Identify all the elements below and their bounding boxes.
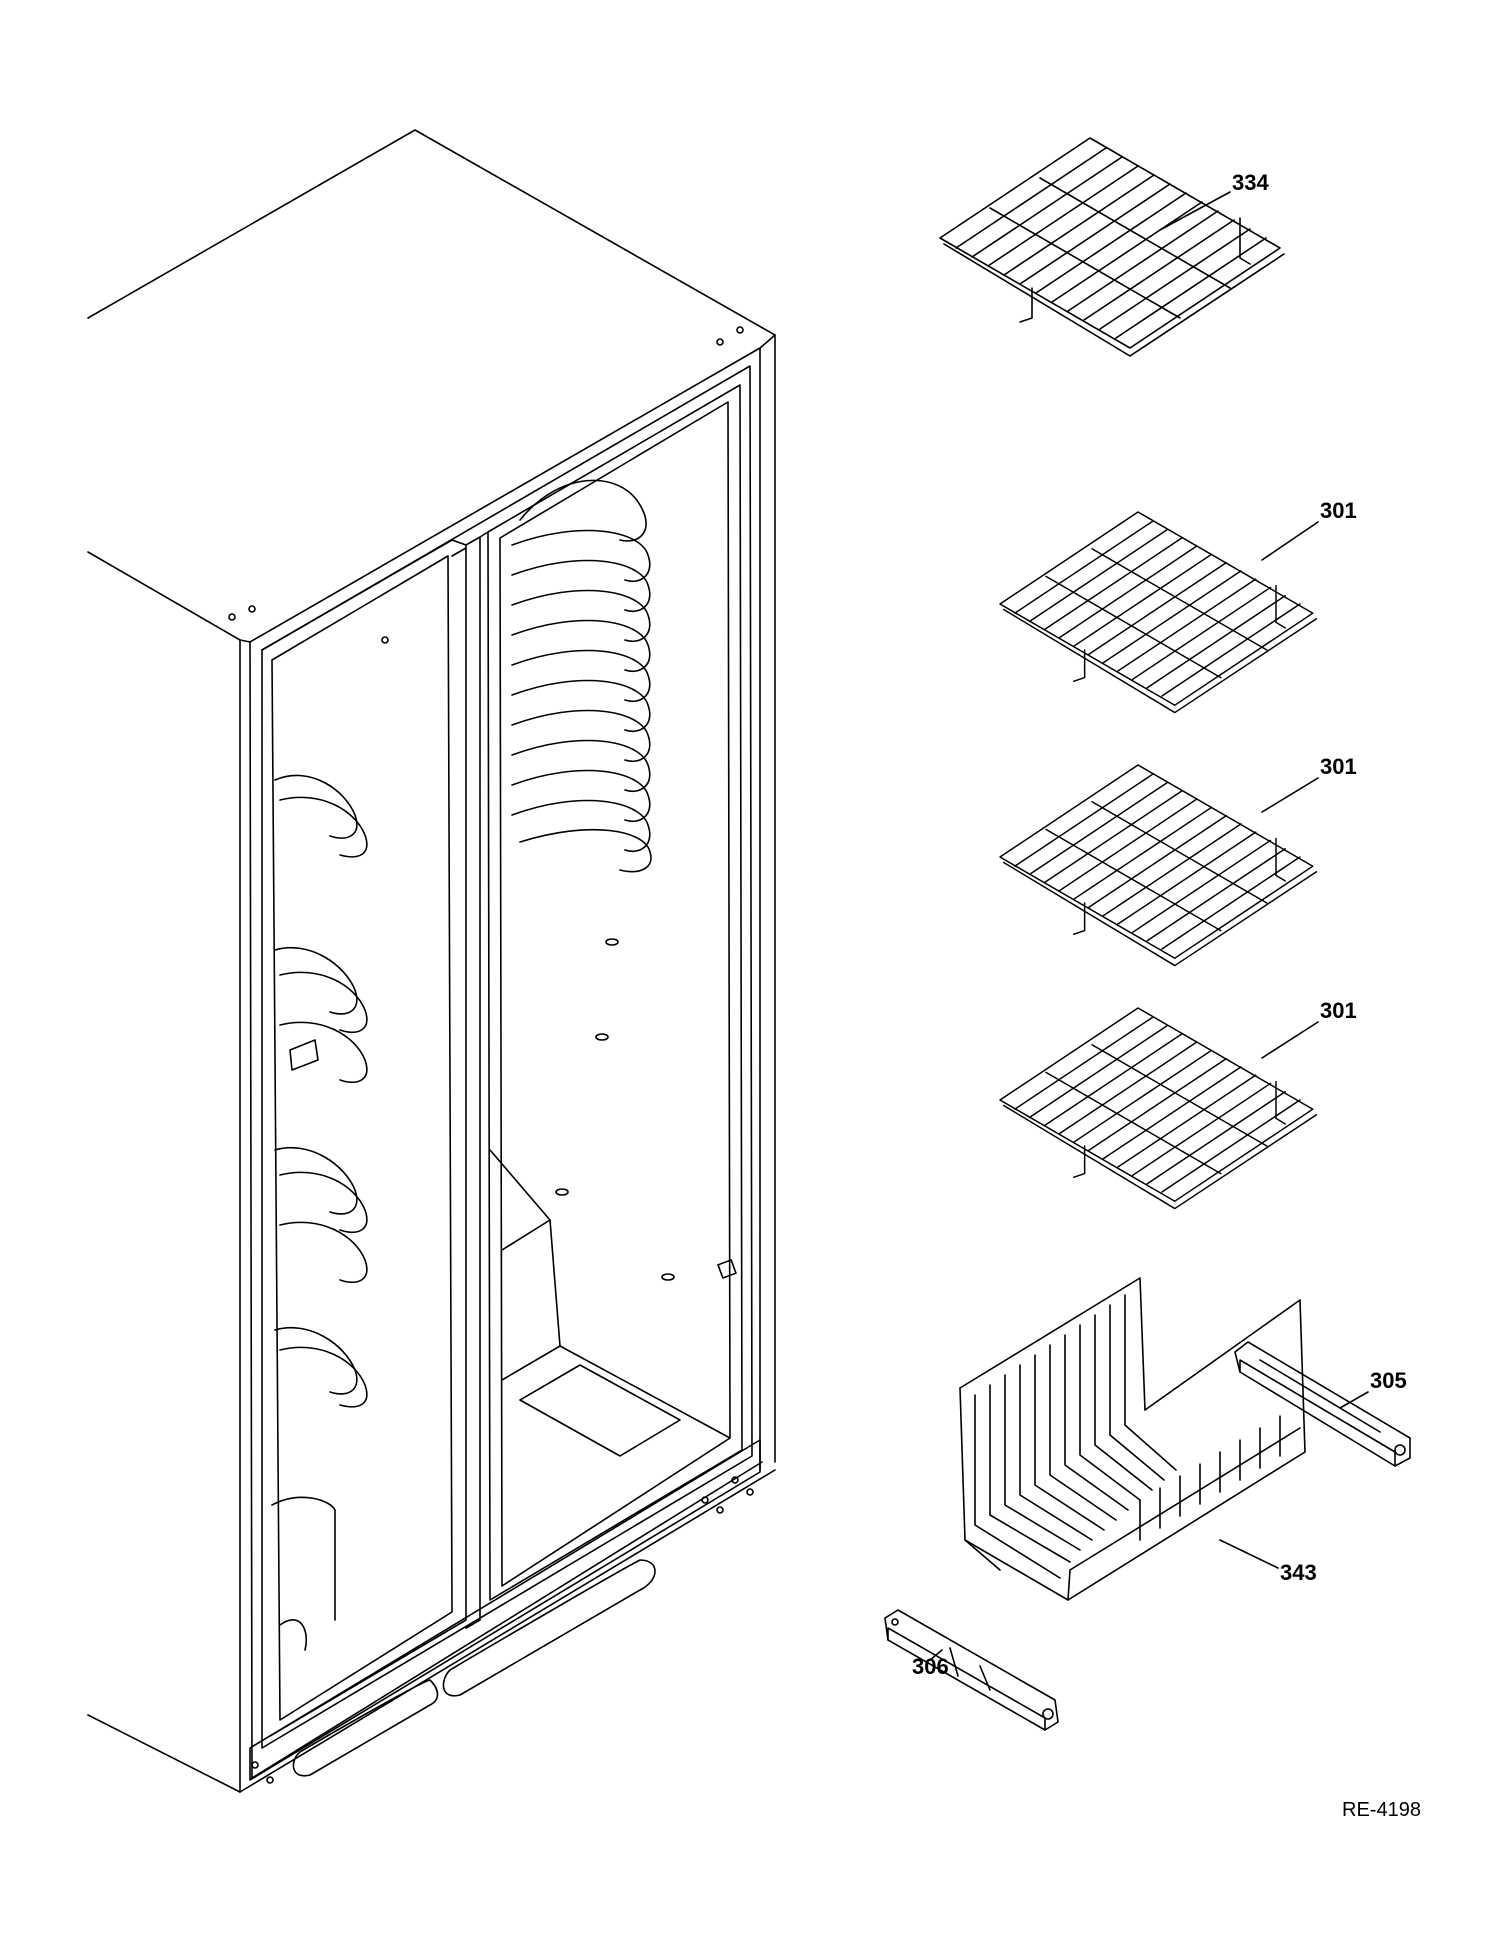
freezer-shelf-supports: [511, 479, 652, 873]
leader-306: [929, 1649, 943, 1661]
callout-305: 305: [1370, 1368, 1407, 1393]
leader-305: [1339, 1391, 1369, 1409]
bottom-grille: [249, 1439, 761, 1784]
leader-301-c: [1261, 1021, 1319, 1059]
leader-301-a: [1261, 521, 1319, 561]
shelf-1: [999, 511, 1318, 714]
refrigerator-cabinet: [87, 129, 776, 1793]
callout-306: 306: [912, 1654, 949, 1679]
callout-334: 334: [1232, 170, 1269, 195]
leader-301-b: [1261, 777, 1319, 813]
freezer-basket: [959, 1277, 1306, 1601]
rail-left: [884, 1609, 1059, 1731]
drawing-code: RE-4198: [1342, 1799, 1421, 1821]
leader-343: [1219, 1539, 1279, 1569]
shelf-3: [999, 1007, 1318, 1210]
fresh-food-shelf-supports: [271, 774, 368, 1651]
callout-301-a: 301: [1320, 498, 1357, 523]
callout-343: 343: [1280, 1560, 1317, 1585]
callout-301-c: 301: [1320, 998, 1357, 1023]
callout-301-b: 301: [1320, 754, 1357, 779]
rail-right: [1234, 1341, 1411, 1467]
shelf-2: [999, 764, 1318, 967]
leader-334: [1159, 191, 1231, 231]
